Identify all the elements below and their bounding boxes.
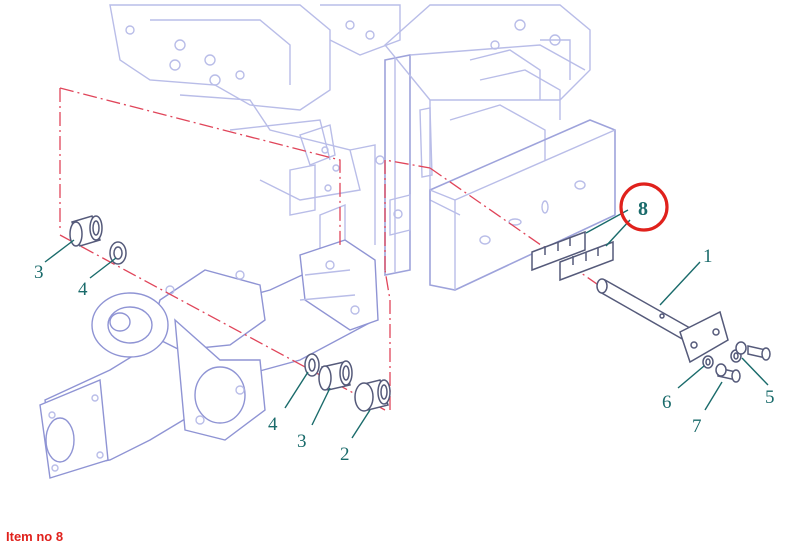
bush-item-3-right: [318, 360, 353, 391]
exploded-parts-diagram: 3 4 4 3 2 1 5 6 7 8: [34, 4, 775, 479]
callout-8: 8: [638, 198, 648, 220]
callout-7: 7: [692, 416, 702, 437]
item-caption: Item no 8: [6, 529, 64, 544]
callout-4-right: 4: [268, 414, 278, 435]
highlight-ring: [619, 182, 669, 232]
callout-2: 2: [340, 444, 350, 465]
shims-item-8: [531, 230, 614, 282]
washer-item-4-left: [109, 241, 127, 265]
washer-item-5: [730, 341, 747, 363]
callout-3-left: 3: [34, 262, 44, 283]
washer-item-4-right: [304, 353, 320, 377]
callout-3-right: 3: [297, 431, 307, 452]
front-axle-housing: [39, 239, 379, 479]
pin-item-1: [596, 278, 729, 364]
tractor-frame: [109, 4, 616, 291]
callout-1: 1: [703, 246, 713, 267]
callout-6: 6: [662, 392, 672, 413]
bush-item-3-left: [69, 215, 103, 247]
bolt-item-7: [715, 363, 741, 383]
callout-4-left: 4: [78, 279, 88, 300]
callout-5: 5: [765, 387, 775, 408]
flanged-bush-item-2: [354, 379, 391, 412]
bolt-item-5: [747, 345, 771, 361]
washer-item-6: [702, 355, 714, 369]
